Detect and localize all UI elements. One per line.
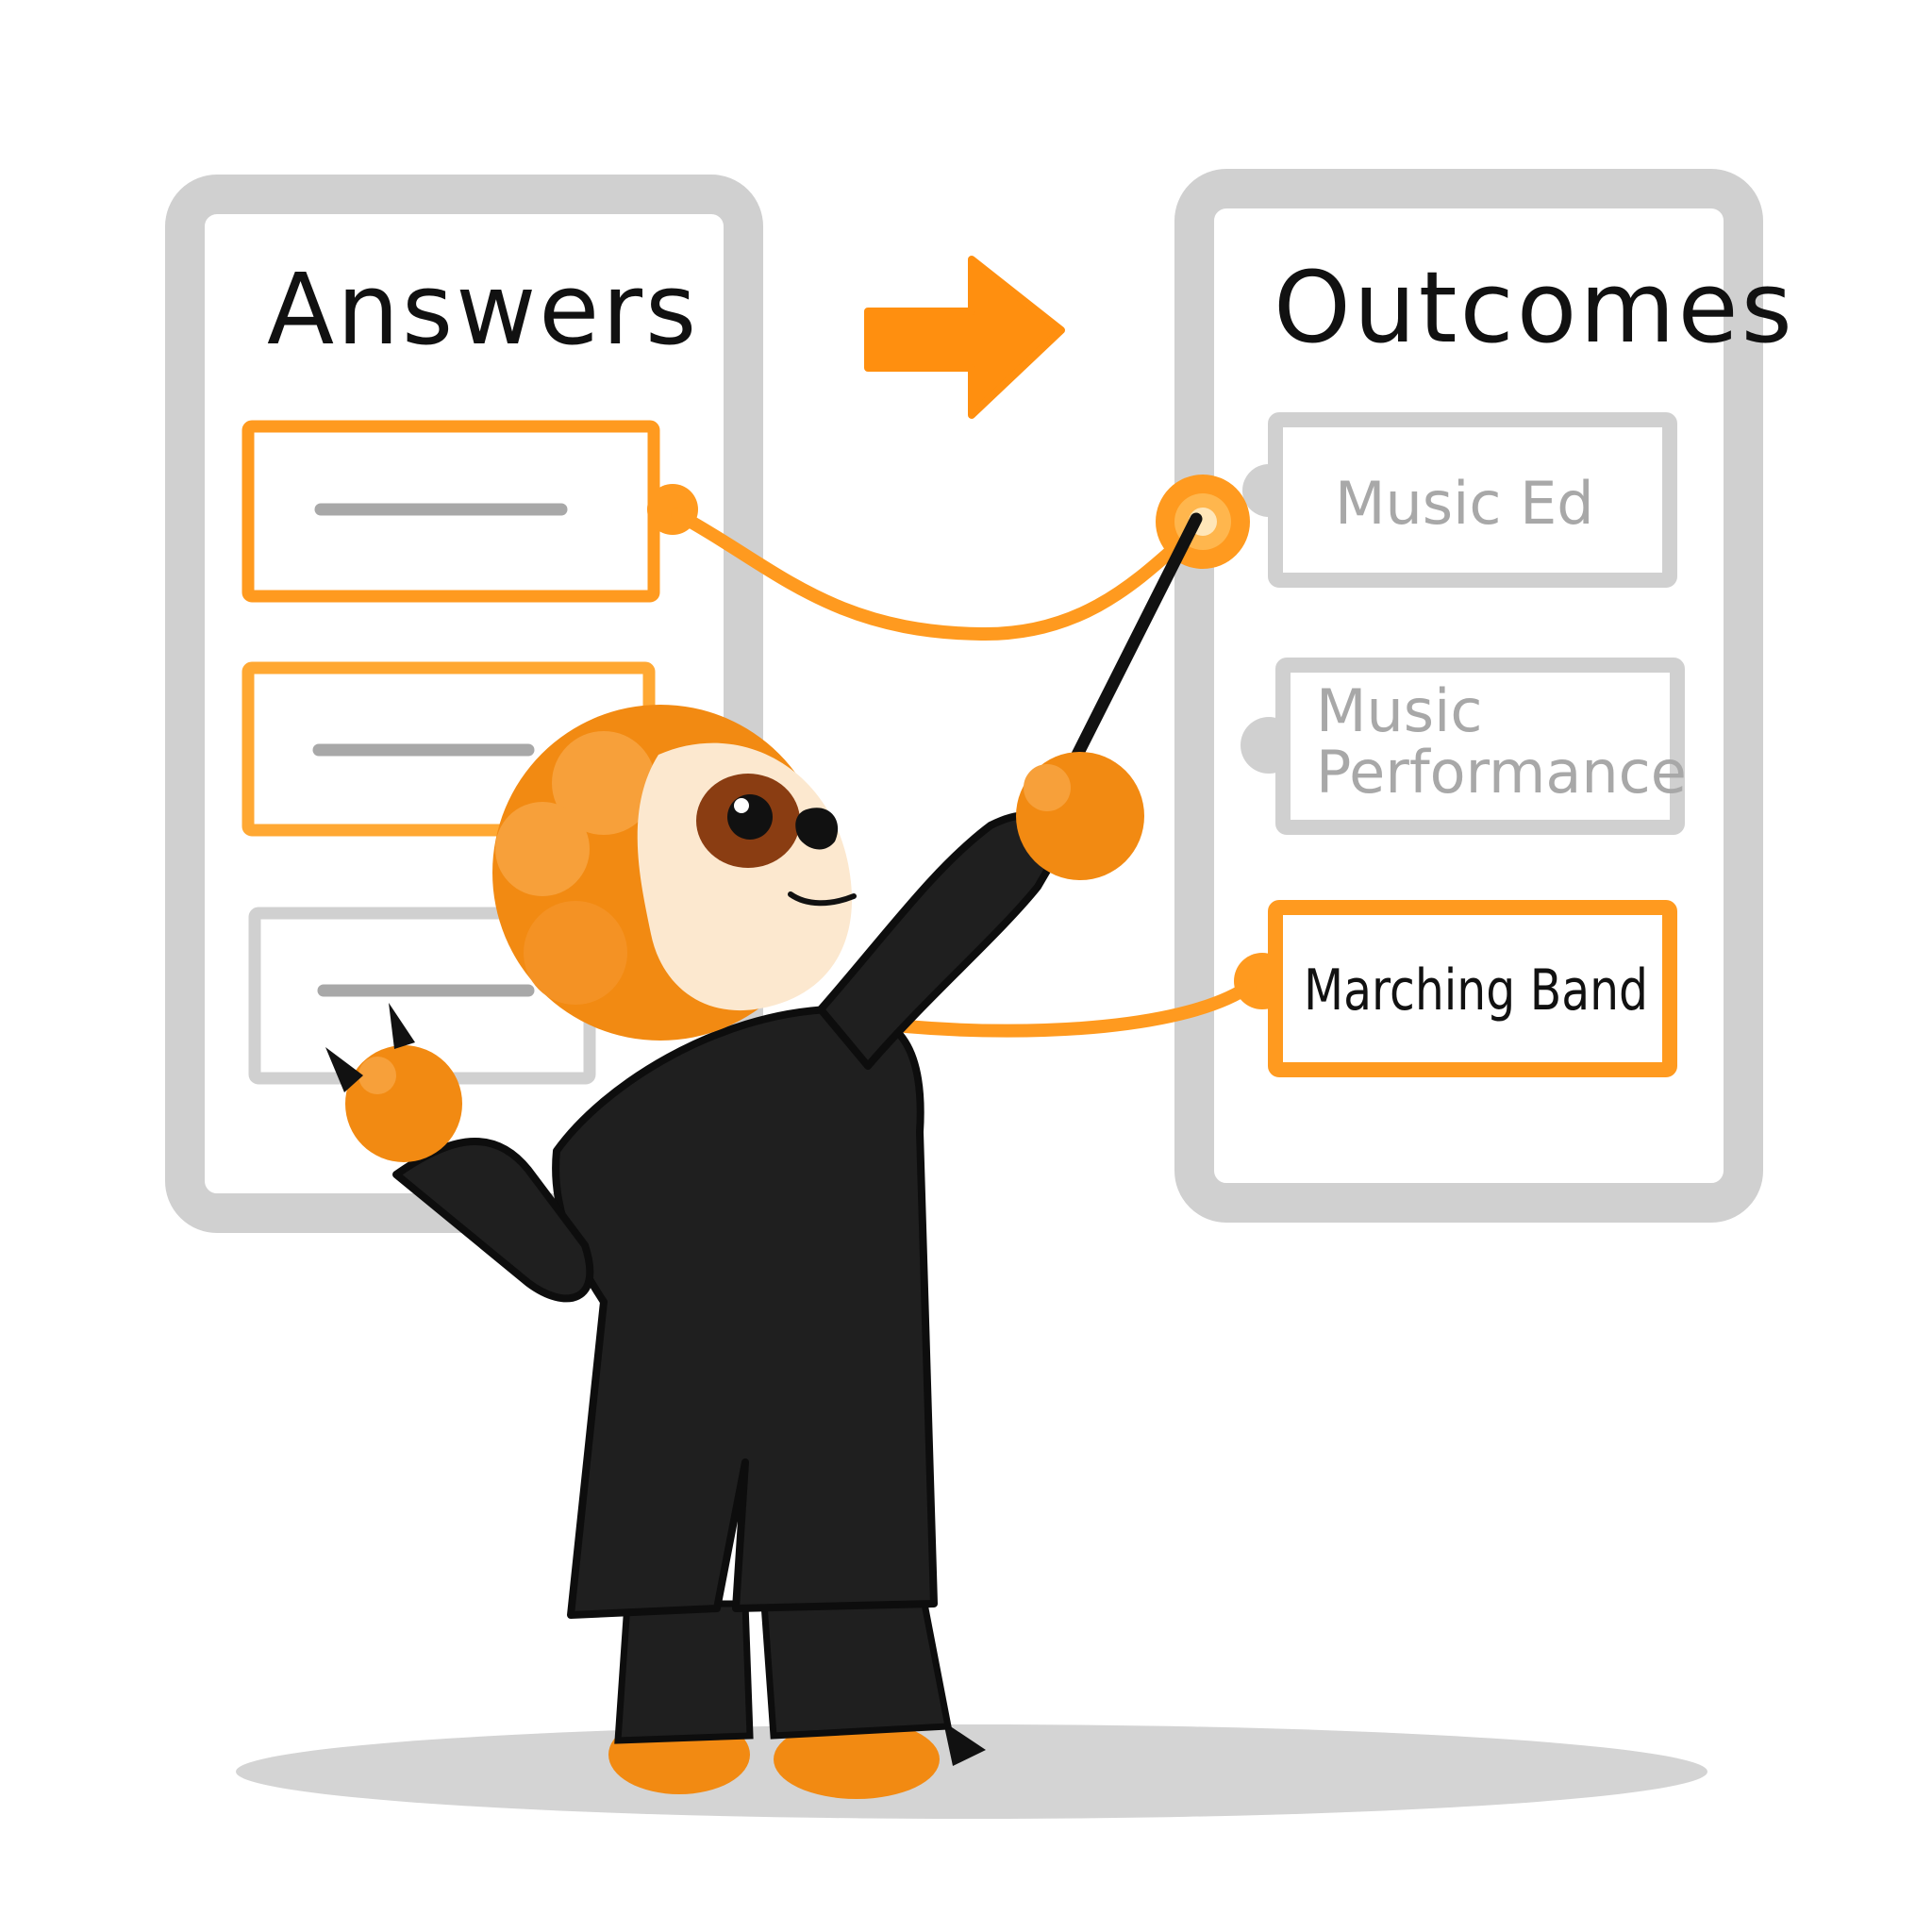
drag-handle[interactable] [1156, 475, 1250, 569]
ground-shadow [236, 1724, 1707, 1819]
arrow-right-icon [864, 256, 1065, 419]
connection-line-marching-band [899, 979, 1257, 1038]
connection-line-answer1-music-ed [671, 508, 1209, 641]
sloth-legs [614, 1600, 953, 1744]
outcome-label-music-performance-line1: Music [1316, 676, 1482, 745]
sloth-smile [788, 891, 857, 907]
sloth-left-arm [392, 1137, 594, 1303]
sloth-eye [727, 794, 773, 840]
answer-box-1[interactable] [242, 420, 660, 603]
sloth-right-paw [1016, 752, 1144, 880]
outcome-label-music-performance-line2: Performance [1316, 738, 1687, 807]
sloth-head [492, 705, 857, 1041]
outcome-label-music-ed: Music Ed [1335, 469, 1594, 538]
outcome-box-music-performance[interactable]: Music Performance [1275, 658, 1687, 835]
outcomes-title: Outcomes [1274, 250, 1795, 365]
answers-title: Answers [267, 252, 699, 367]
outcomes-panel: Outcomes Music Ed Music Performance Marc… [1174, 169, 1795, 1223]
sloth-nose [795, 808, 839, 850]
sloth-left-paw [325, 1003, 462, 1162]
outcome-label-marching-band: Marching Band [1304, 958, 1648, 1024]
outcome-box-marching-band[interactable]: Marching Band [1268, 900, 1677, 1077]
outcome-box-music-ed[interactable]: Music Ed [1268, 412, 1677, 588]
sloth-conductor [325, 512, 1203, 1799]
sloth-robe [552, 1005, 938, 1619]
baton [1069, 512, 1203, 765]
